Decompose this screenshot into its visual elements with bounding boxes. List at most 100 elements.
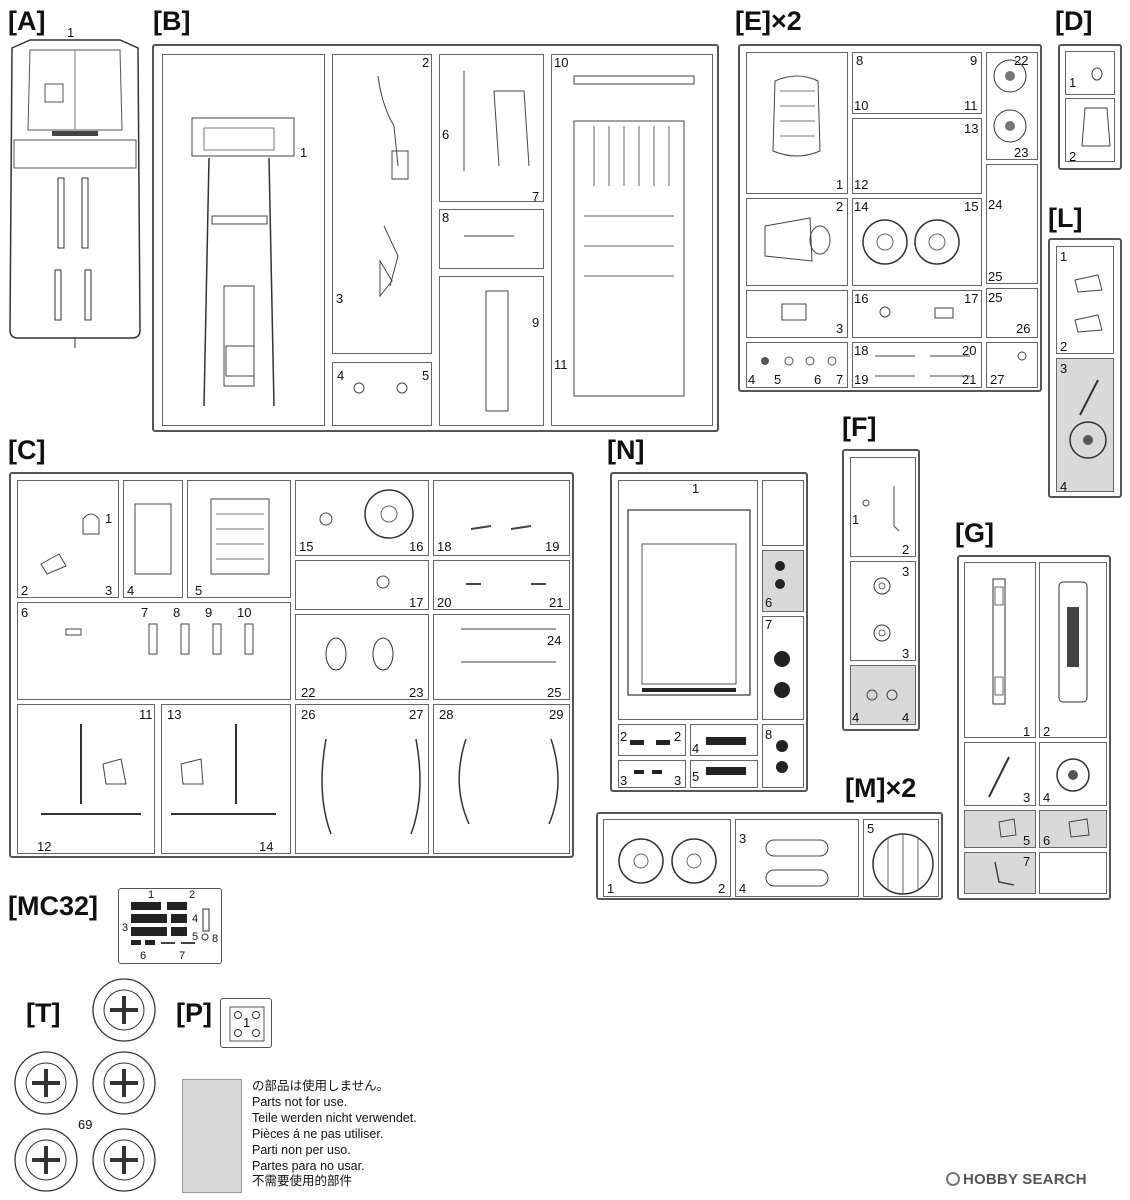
cell (850, 561, 916, 661)
cell (17, 704, 155, 854)
part-number: 5 (422, 368, 430, 383)
part-number: 8 (212, 933, 219, 945)
part-number: 14 (854, 199, 869, 214)
part-number: 25 (988, 269, 1003, 284)
cell (762, 724, 804, 788)
cell (332, 362, 432, 426)
cell (863, 819, 939, 897)
part-number: 12 (37, 839, 52, 854)
decal-MC32-drawing (131, 902, 210, 945)
part-number: 2 (902, 542, 910, 557)
part-number: 3 (836, 321, 844, 336)
part-number: 1 (67, 25, 75, 40)
cell-not-used (1039, 810, 1107, 848)
part-number: 1 (105, 511, 113, 526)
sprue-D-drawing (1081, 67, 1111, 147)
hobby-search-logo-icon (946, 1172, 960, 1186)
caps-T-drawing (14, 978, 156, 1192)
part-number: 13 (167, 707, 182, 722)
part-number: 16 (854, 291, 869, 306)
part-number: 7 (836, 372, 844, 387)
part-number: 3 (902, 564, 910, 579)
decal-MC32: 1 2 3 4 5 6 7 8 (118, 888, 222, 964)
cell (1039, 852, 1107, 894)
part-number: 7 (179, 950, 186, 962)
part-number: 21 (549, 595, 564, 610)
cell (746, 52, 848, 194)
part-number: 6 (814, 372, 822, 387)
part-number: 6 (442, 127, 450, 142)
part-number: 3 (620, 773, 628, 788)
part-number: 2 (620, 729, 628, 744)
body-shell-drawing (9, 39, 141, 348)
cell (295, 480, 429, 556)
cell (690, 724, 758, 756)
label-T: [T] (26, 998, 61, 1028)
cell (1056, 246, 1114, 354)
cell (618, 480, 758, 720)
cell (433, 614, 570, 700)
part-number: 2 (674, 729, 682, 744)
cell (439, 276, 544, 426)
part-number: 1 (836, 177, 844, 192)
cell (762, 616, 804, 720)
cell-not-used (964, 852, 1036, 894)
sprue-G: 1 2 3 4 5 6 7 (957, 555, 1111, 900)
cell (852, 342, 982, 388)
part-number: 8 (765, 727, 773, 742)
part-number: 8 (173, 605, 181, 620)
part-number: 28 (439, 707, 454, 722)
part-number: 4 (748, 372, 756, 387)
cell (852, 118, 982, 194)
part-number: 16 (409, 539, 424, 554)
cell (162, 54, 325, 426)
sprue-N-drawing (627, 509, 790, 775)
sprue-E: 1 2 3 4 5 6 7 8 9 10 11 12 13 14 15 16 1… (738, 44, 1042, 392)
label-M: [M]×2 (845, 773, 917, 803)
cell (852, 290, 982, 338)
part-number: 19 (545, 539, 560, 554)
part-number: 9 (205, 605, 213, 620)
part-number: 1 (1069, 75, 1077, 90)
part-number: 4 (127, 583, 135, 598)
part-number: 2 (189, 889, 196, 901)
label-E: [E]×2 (735, 6, 802, 36)
legend-line: Parti non per uso. (252, 1142, 351, 1157)
part-number: 3 (674, 773, 682, 788)
cell (735, 819, 859, 897)
cell (1065, 98, 1115, 162)
part-number: 1 (692, 481, 700, 496)
part-number: 10 (237, 605, 252, 620)
legend-line: 不需要使用的部件 (252, 1174, 353, 1189)
part-number: 17 (964, 291, 979, 306)
cell (618, 760, 686, 788)
part-number: 2 (1060, 339, 1068, 354)
part-number: 2 (1043, 724, 1051, 739)
sprue-L: 1 2 3 4 (1048, 238, 1122, 498)
chassis-drawing (191, 71, 695, 412)
part-number: 11 (964, 98, 978, 113)
cell-not-used (850, 665, 916, 725)
sprue-B: 1 2 3 4 5 6 7 8 9 10 11 (152, 44, 719, 432)
part-number: 6 (140, 950, 147, 962)
label-N: [N] (607, 435, 645, 465)
part-number: 3 (1060, 361, 1068, 376)
legend-line: Pièces á ne pas utiliser. (252, 1126, 384, 1141)
part-number: 5 (1023, 833, 1031, 848)
legend-line: の部品は使用しません。 (252, 1079, 390, 1093)
part-number: 15 (299, 539, 314, 554)
sprue-P-drawing (229, 1006, 265, 1042)
part-number: 24 (547, 633, 562, 648)
sprue-C-drawing (40, 489, 559, 835)
part-number: 4 (692, 741, 700, 756)
part-number: 7 (141, 605, 149, 620)
cell (332, 54, 432, 354)
part-number: 1 (243, 1015, 251, 1030)
part-number: 2 (836, 199, 844, 214)
part-number: 6 (1043, 833, 1051, 848)
cell (852, 52, 982, 114)
cell (618, 724, 686, 756)
sprue-P: 1 (220, 998, 272, 1048)
part-number: 18 (437, 539, 452, 554)
label-B: [B] (153, 6, 191, 36)
